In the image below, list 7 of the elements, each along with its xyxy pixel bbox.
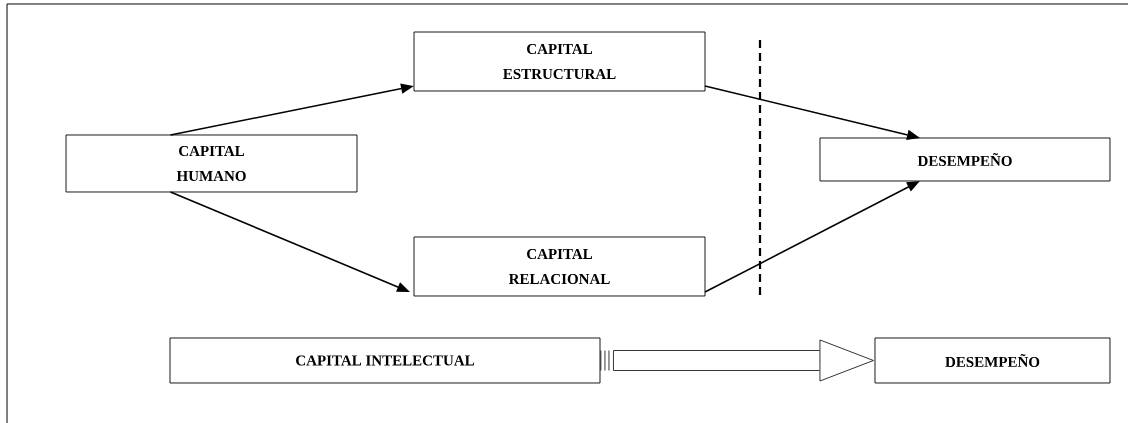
process-box: CAPITAL ESTRUCTURAL <box>413 31 706 92</box>
process-box: DESEMPEÑO <box>874 337 1111 384</box>
block-arrow <box>600 339 874 382</box>
process-box: CAPITAL RELACIONAL <box>413 236 706 297</box>
process-box: CAPITAL HUMANO <box>65 134 358 193</box>
process-box: CAPITAL INTELECTUAL <box>169 337 601 384</box>
process-box: DESEMPEÑO <box>819 137 1111 182</box>
